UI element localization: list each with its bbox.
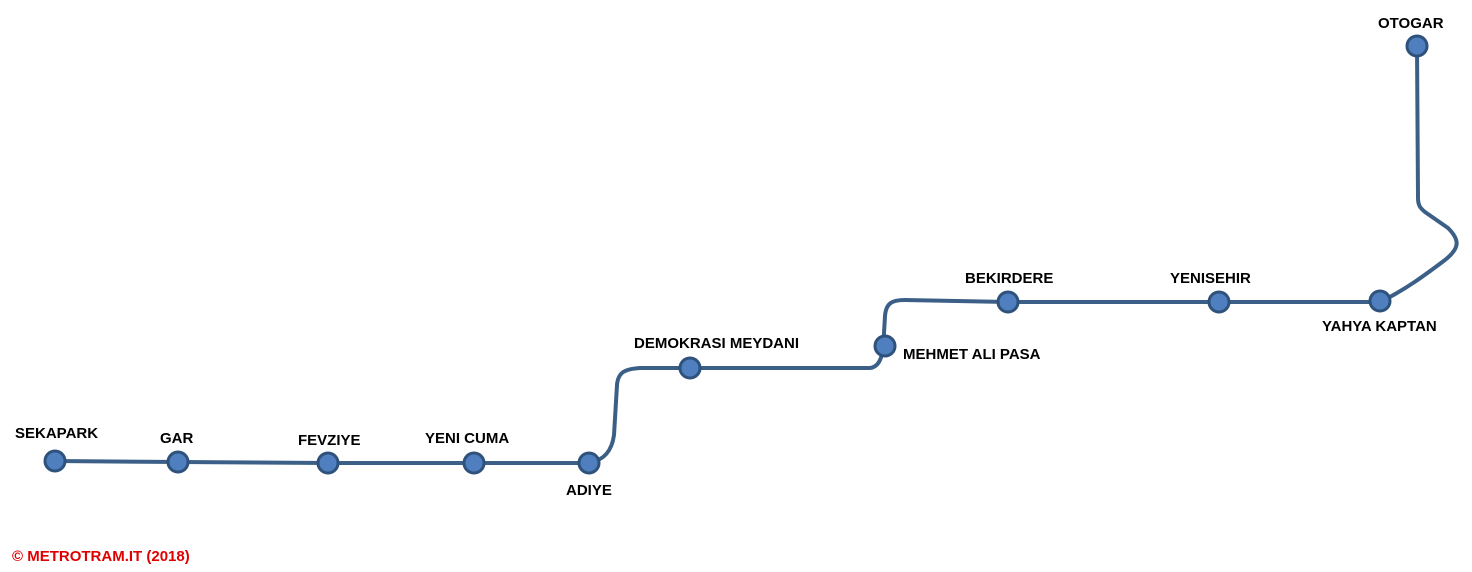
station-marker-mehmet-ali-pasa[interactable]: [873, 334, 897, 358]
station-marker-demokrasi-meydani[interactable]: [678, 356, 702, 380]
station-label-yahya-kaptan: YAHYA KAPTAN: [1322, 318, 1437, 335]
station-marker-sekapark[interactable]: [43, 449, 67, 473]
station-marker-yeni-cuma[interactable]: [462, 451, 486, 475]
station-marker-adiye[interactable]: [577, 451, 601, 475]
station-label-demokrasi-meydani: DEMOKRASI MEYDANI: [634, 335, 799, 352]
station-marker-yahya-kaptan[interactable]: [1368, 289, 1392, 313]
station-marker-yenisehir[interactable]: [1207, 290, 1231, 314]
station-marker-fevziye[interactable]: [316, 451, 340, 475]
station-label-yeni-cuma: YENI CUMA: [425, 430, 509, 447]
station-label-sekapark: SEKAPARK: [15, 425, 98, 442]
station-marker-otogar[interactable]: [1405, 34, 1429, 58]
copyright-notice: © METROTRAM.IT (2018): [12, 548, 190, 565]
station-label-mehmet-ali-pasa: MEHMET ALI PASA: [903, 346, 1041, 363]
station-label-adiye: ADIYE: [566, 482, 612, 499]
station-marker-gar[interactable]: [166, 450, 190, 474]
station-label-gar: GAR: [160, 430, 194, 447]
station-label-otogar: OTOGAR: [1378, 15, 1444, 32]
station-marker-bekirdere[interactable]: [996, 290, 1020, 314]
tram-line-route: [53, 44, 1459, 465]
station-label-yenisehir: YENISEHIR: [1170, 270, 1251, 287]
station-label-bekirdere: BEKIRDERE: [965, 270, 1053, 287]
station-label-fevziye: FEVZIYE: [298, 432, 361, 449]
